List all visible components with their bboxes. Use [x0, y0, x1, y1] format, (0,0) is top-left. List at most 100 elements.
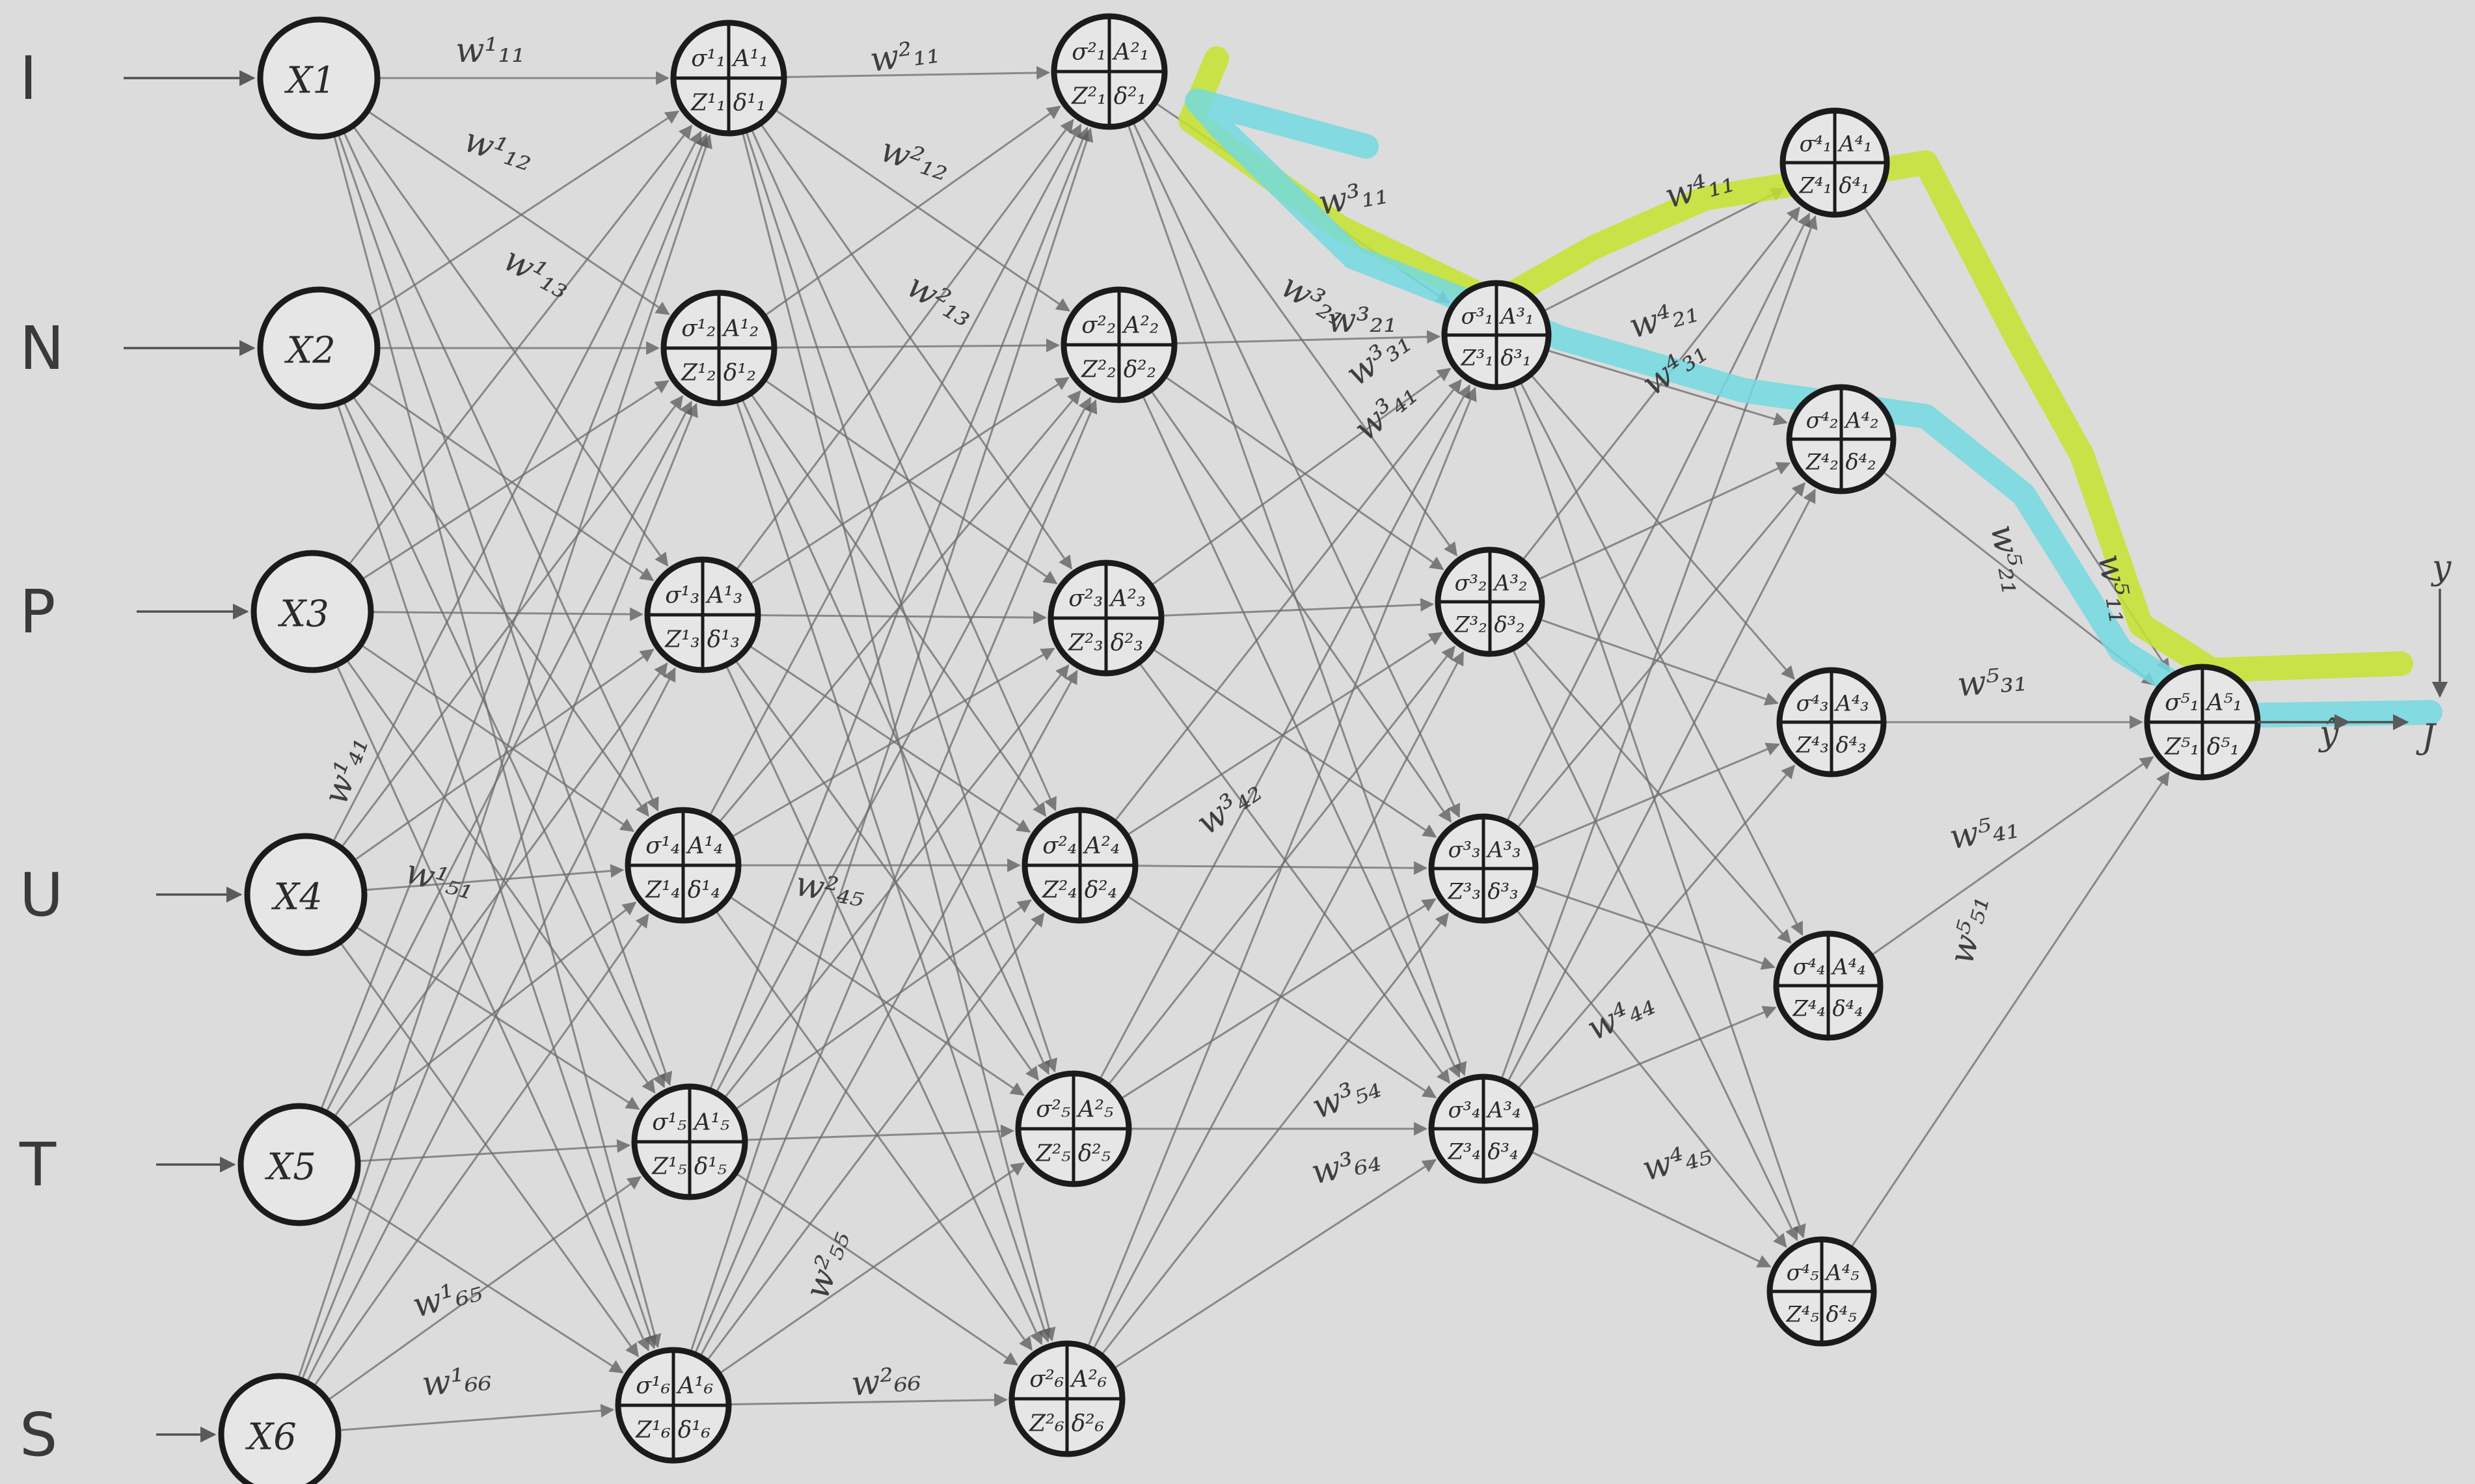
node-z-value: Z⁴₄ [1792, 995, 1826, 1021]
node-delta: δ¹₃ [707, 626, 740, 653]
edge-0-0-2 [352, 125, 669, 567]
weight-label-10: w²₁₃ [900, 266, 981, 334]
edge-2-1-3 [1141, 394, 1461, 1079]
node-activation: A³₄ [1485, 1097, 1521, 1122]
node-circle [244, 833, 368, 956]
node-z-value: Z¹₁ [690, 89, 725, 116]
node-activation: A²₂ [1122, 312, 1159, 338]
node-sigma: σ¹₄ [645, 832, 680, 859]
input-label-2: N [20, 314, 64, 383]
node-z-value: Z⁴₃ [1796, 732, 1829, 757]
edge-1-2-1 [748, 377, 1070, 586]
edge-0-5-1 [301, 403, 698, 1381]
edge-2-4-2 [1119, 898, 1437, 1100]
node-activation: A¹₆ [676, 1372, 713, 1399]
edge-3-1-0 [1521, 206, 1800, 562]
weight-label-4: w¹₄₁ [316, 731, 377, 809]
node-delta: δ³₃ [1487, 878, 1518, 904]
weight-label-19: w³₄₂ [1189, 771, 1269, 843]
input-label-3: P [20, 577, 55, 647]
weight-label-8: w²₁₁ [867, 32, 941, 80]
edge-3-0-1 [1546, 349, 1788, 426]
node-activation: A⁴₄ [1830, 954, 1865, 979]
edge-1-2-2 [757, 610, 1048, 625]
node-activation: A⁴₅ [1824, 1260, 1860, 1285]
edge-3-0-0 [1542, 187, 1785, 313]
edge-2-5-2 [1100, 912, 1449, 1356]
edge-1-5-3 [705, 912, 1045, 1362]
node-activation: A⁵₁ [2205, 689, 2242, 716]
edge-2-1-0 [1174, 330, 1441, 345]
node-sigma: σ²₃ [1068, 585, 1103, 612]
output-labels: ŷ y J [2258, 548, 2452, 757]
node-delta: δ²₁ [1114, 83, 1146, 109]
node-delta: δ¹₂ [724, 359, 756, 386]
node-sigma: σ⁴₂ [1806, 407, 1839, 433]
node-z-value: Z²₅ [1035, 1140, 1070, 1167]
node-delta: δ¹₅ [694, 1153, 727, 1180]
node-sigma: σ²₆ [1029, 1366, 1064, 1392]
edge-3-3-3 [1531, 1006, 1777, 1110]
node-sigma: σ⁵₁ [2165, 689, 2199, 716]
edge-0-0-1 [366, 110, 670, 316]
node-delta: δ³₄ [1487, 1139, 1518, 1164]
node-z-value: Z²₁ [1071, 83, 1106, 109]
node-activation: A¹₁ [731, 45, 768, 72]
edge-0-2-4 [345, 658, 656, 1094]
edge-3-1-4 [1511, 648, 1798, 1241]
node-z-value: Z²₄ [1042, 876, 1077, 903]
weight-label-26: w⁴₄₅ [1638, 1133, 1716, 1189]
node-z-value: Z⁴₁ [1799, 172, 1832, 198]
node-z-value: Z¹₆ [635, 1416, 670, 1443]
edge-1-4-4 [744, 1124, 1015, 1141]
edge-3-3-0 [1500, 215, 1818, 1081]
output-y-hat: ŷ [2318, 714, 2339, 753]
edge-1-0-0 [783, 66, 1051, 80]
edge-0-2-0 [347, 124, 693, 566]
edge-3-2-3 [1532, 884, 1776, 970]
edge-1-5-2 [699, 669, 1078, 1358]
weight-label-1: w¹₁₁ [455, 31, 525, 70]
edge-0-5-0 [297, 134, 712, 1380]
edge-3-0-3 [1519, 381, 1804, 936]
edge-0-0-3 [342, 131, 659, 812]
node-delta: δ¹₁ [733, 89, 766, 116]
edge-2-5-0 [1087, 386, 1477, 1348]
weight-label-29: w⁵₃₁ [1956, 660, 2029, 705]
edge-3-2-1 [1516, 481, 1806, 830]
weight-label-28: w⁵₂₁ [1982, 522, 2033, 597]
edge-1-2-0 [735, 118, 1074, 571]
node-delta: δ²₆ [1072, 1410, 1104, 1437]
edge-1-5-5 [728, 1393, 1008, 1407]
node-z-value: Z⁵₁ [2164, 733, 2199, 760]
edge-1-0-5 [741, 131, 1056, 1342]
node-activation: A²₁ [1112, 38, 1149, 65]
node-delta: δ²₄ [1085, 876, 1117, 903]
node-sigma: σ⁴₁ [1800, 131, 1832, 156]
edge-0-1-2 [366, 381, 655, 582]
node-delta: δ⁴₁ [1839, 172, 1869, 198]
weight-label-11: w²₄₅ [792, 865, 868, 915]
node-sigma: σ³₂ [1455, 570, 1487, 595]
input-label-1: I [20, 44, 37, 113]
node-activation: A²₄ [1083, 832, 1120, 859]
edge-1-3-0 [708, 124, 1082, 817]
node-L0-5: X5 [237, 1103, 361, 1226]
node-sigma: σ²₁ [1072, 38, 1106, 65]
edge-1-5-4 [718, 1162, 1025, 1375]
edge-1-1-2 [763, 379, 1058, 585]
weight-label-7: w¹₆₆ [420, 1359, 493, 1404]
weight-label-2: w¹₁₂ [459, 120, 537, 179]
node-delta: δ³₁ [1500, 345, 1531, 370]
node-activation: A¹₅ [692, 1109, 729, 1135]
input-node-label: X3 [278, 593, 329, 636]
edge-1-1-4 [740, 398, 1050, 1075]
edge-3-2-4 [1515, 908, 1787, 1248]
weight-label-9: w²₁₂ [876, 130, 954, 189]
node-activation: A³₃ [1485, 837, 1521, 862]
edge-0-0-5 [332, 134, 662, 1349]
node-sigma: σ³₃ [1448, 837, 1481, 862]
